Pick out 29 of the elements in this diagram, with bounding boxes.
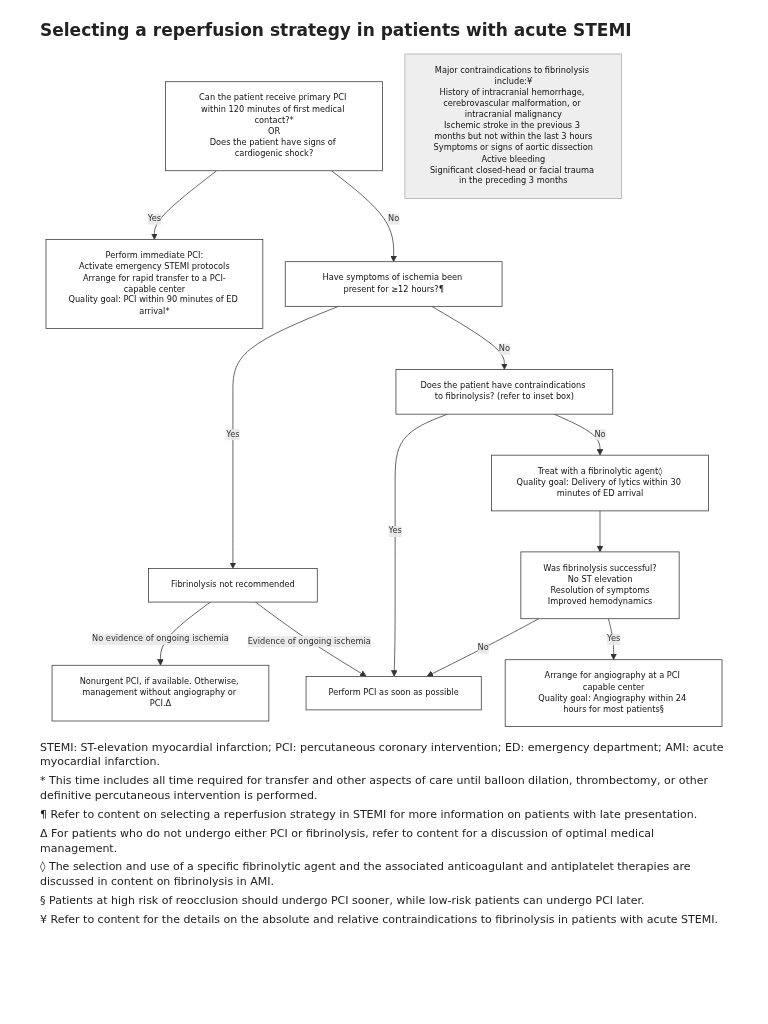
node-box: Nonurgent PCI, if available. Otherwise, management without angiography or PCI.Δ [51,664,270,722]
footnote: § Patients at high risk of reocclusion should undergo PCI sooner, while low-risk patients can undergo PCI later. [40,894,646,909]
edge-label: No [388,213,400,224]
edge-label: No [498,343,510,354]
diagram-title: Selecting a reperfusion strategy in patients with acute STEMI [40,20,633,40]
node-box: Does the patient have contraindications to fibrinolysis? (refer to inset box) [395,369,614,415]
node-box: Arrange for angiography at a PCI capable center Quality goal: Angiography within 24 hours for most patients§ [504,659,723,727]
node-box: Treat with a fibrinolytic agent◊ Quality goal: Delivery of lytics within 30 minutes of ED arrival [491,454,709,512]
footnote: ¥ Refer to content for the details on the absolute and relative contraindications to fibrinolysis in patients with acute STEMI. [40,912,719,928]
footnote: * This time includes all time required for transfer and other aspects of care until balloon dilation, thrombectomy, or other definitive percutaneous intervention is performed. [40,774,710,804]
node-box: Have symptoms of ischemia been present for ≥12 hours?¶ [284,261,503,307]
footnote: ◊ The selection and use of a specific fibrinolytic agent and the associated anticoagulant and antiplatelet therapies are discussed in content on fibrinolysis in AMI. [40,860,692,891]
footnote: Δ For patients who do not undergo either PCI or fibrinolysis, refer to content for a discussion of optimal medical management. [40,826,655,857]
footnote: ¶ Refer to content on selecting a reperfusion strategy in STEMI for more information on patients with late presentation. [40,807,699,823]
edge-label: No evidence of ongoing ischemia [92,633,229,644]
node-box: Major contraindications to fibrinolysis include:¥ History of intracranial hemorrhage, cerebrovascular malformation, or intracranial malignancy Ischemic stroke in the previous 3 months but not within the last 3 hours Symptoms or signs of aortic dissection Active bleeding Significant closed-head or facial trauma in the preceding 3 months [404,53,623,199]
edge-label: Yes [388,525,402,536]
node-box: Was fibrinolysis successful? No ST elevation Resolution of symptoms Improved hemodynamics [520,551,680,620]
node-box: Perform immediate PCI: Activate emergency STEMI protocols Arrange for rapid transfer to a PCI-capable center Quality goal: PCI within 90 minutes of ED arrival* [45,239,264,329]
node-box: Perform PCI as soon as possible [305,676,482,711]
edge-label: Yes [606,633,621,644]
footnote: STEMI: ST-elevation myocardial infarction; PCI: percutaneous coronary intervention; ED: emergency department; AMI: acute myocardial infarction. [40,740,725,771]
edge-label: Evidence of ongoing ischemia [247,636,371,646]
node-box: Can the patient receive primary PCI within 120 minutes of first medical contact?* OR Does the patient have signs of cardiogenic shock? [165,81,383,172]
edge-label: Yes [147,213,162,224]
edge-label: No [594,429,606,439]
edge-label: Yes [226,429,240,439]
node-box: Fibrinolysis not recommended [148,568,318,603]
edge-label: No [477,642,489,653]
